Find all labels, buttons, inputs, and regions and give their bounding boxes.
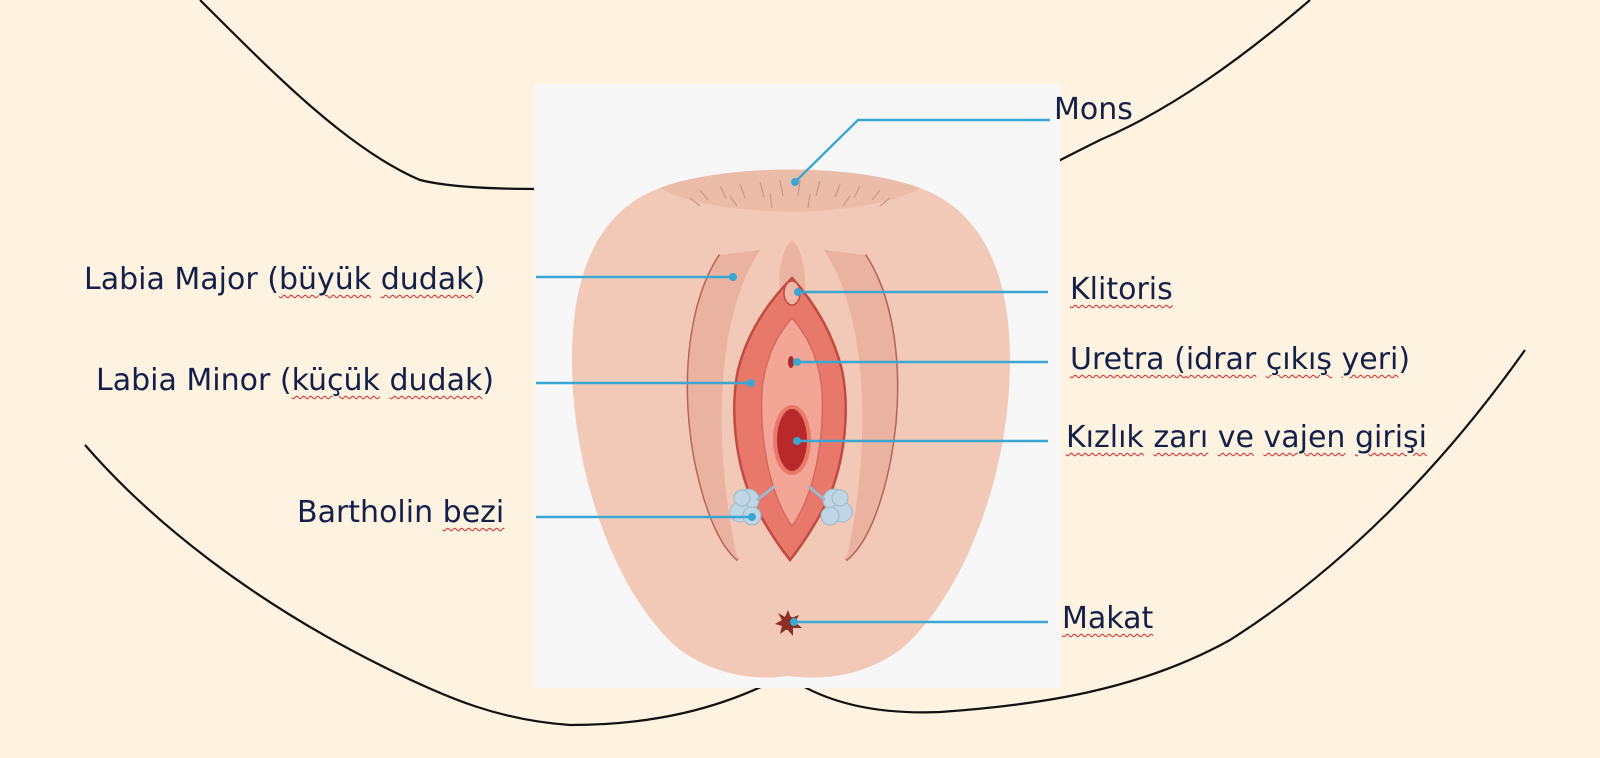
bartholin-duct-left	[756, 484, 776, 502]
label-makat-text: Makat	[1062, 601, 1154, 636]
bartholin-duct-right	[807, 484, 826, 502]
label-kizlik-part: Kızlık	[1066, 420, 1144, 455]
label-klitoris-text: Klitoris	[1070, 272, 1173, 307]
label-uretra-part	[1332, 342, 1342, 377]
clitoral-hood	[779, 240, 806, 290]
label-labia-major-part	[371, 262, 381, 297]
labia-shade-right	[824, 250, 897, 560]
label-labia-minor-part: dudak	[389, 363, 483, 398]
label-kizlik-part: zarı	[1153, 420, 1209, 455]
label-mons: Mons	[1054, 92, 1133, 128]
label-labia-major: Labia Major (büyük dudak)	[84, 262, 485, 298]
leader-mons	[794, 118, 1050, 183]
label-labia-minor-part: küçük	[291, 363, 380, 398]
label-uretra-part: idrar	[1185, 342, 1257, 377]
label-kizlik: Kızlık zarı ve vajen girişi	[1066, 420, 1427, 456]
label-labia-minor: Labia Minor (küçük dudak)	[96, 363, 494, 399]
label-bartholin-part: bezi	[442, 495, 505, 530]
labia-shade-left	[688, 250, 760, 560]
label-klitoris: Klitoris	[1070, 272, 1173, 308]
label-labia-major-part: )	[473, 262, 486, 297]
label-bartholin-part: Bartholin	[297, 495, 443, 530]
label-kizlik-part: girişi	[1354, 420, 1427, 455]
label-kizlik-part: vajen	[1263, 420, 1346, 455]
label-labia-major-part: büyük	[278, 262, 372, 297]
leader-dots	[729, 178, 802, 626]
label-uretra-part: yeri	[1341, 342, 1399, 377]
label-kizlik-part	[1144, 420, 1154, 455]
label-makat: Makat	[1062, 601, 1153, 637]
label-uretra: Uretra (idrar çıkış yeri)	[1070, 342, 1410, 378]
label-kizlik-part	[1208, 420, 1218, 455]
thigh-outline-right	[784, 349, 1526, 714]
label-mons-text: Mons	[1054, 92, 1133, 127]
label-uretra-part	[1256, 342, 1266, 377]
label-kizlik-part	[1345, 420, 1355, 455]
label-labia-minor-part: )	[482, 363, 495, 398]
label-uretra-part: Uretra (	[1070, 342, 1186, 377]
mons-hair	[689, 179, 891, 209]
leader-lines	[536, 118, 1050, 624]
label-uretra-part: )	[1398, 342, 1411, 377]
label-labia-major-part: Labia Major (	[84, 262, 279, 297]
mons-shade	[660, 169, 920, 212]
label-uretra-part: çıkış	[1265, 342, 1332, 377]
label-labia-minor-part: Labia Minor (	[96, 363, 292, 398]
label-bartholin: Bartholin bezi	[297, 495, 504, 531]
label-kizlik-part: ve	[1217, 420, 1254, 455]
thigh-outline-left	[84, 444, 786, 727]
urethra-opening	[788, 356, 794, 368]
label-labia-major-part: dudak	[380, 262, 474, 297]
